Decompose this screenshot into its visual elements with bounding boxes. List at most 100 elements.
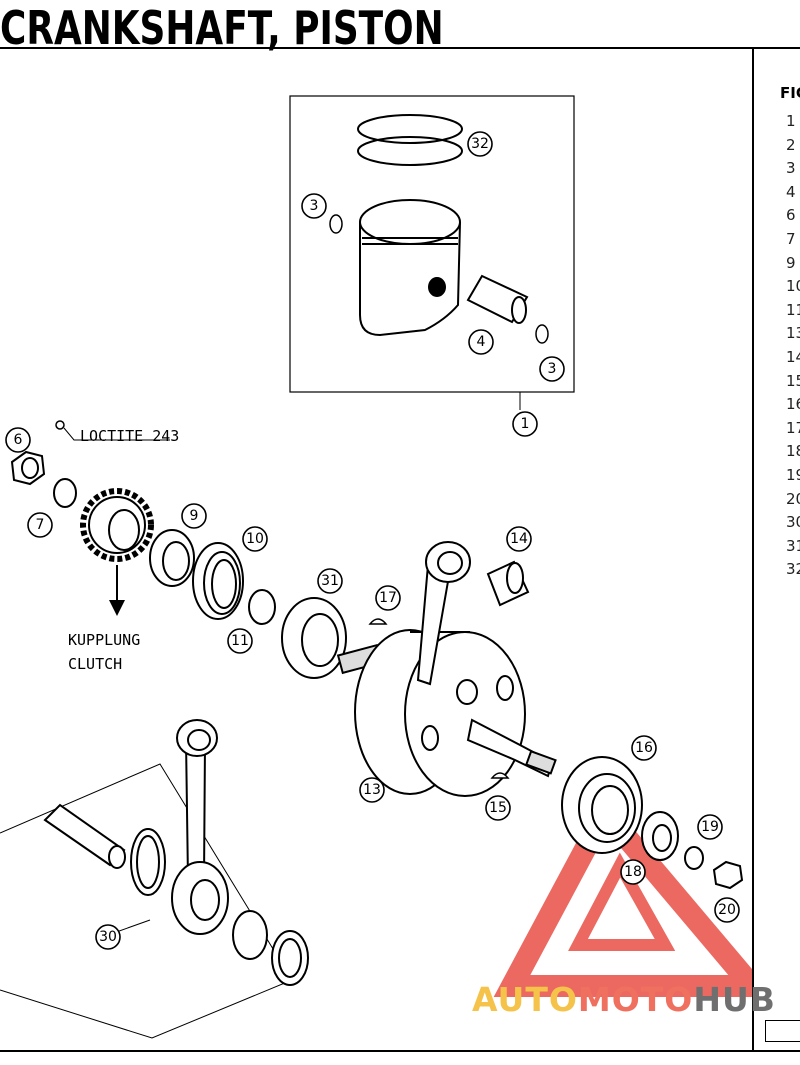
clutch-label-german: KUPPLUNG: [68, 631, 140, 649]
bottom-divider: [0, 1050, 800, 1052]
parts-list-item[interactable]: 7: [786, 229, 796, 248]
callout-circle[interactable]: [359, 777, 385, 803]
callout-circle[interactable]: [506, 526, 532, 552]
callout-circle[interactable]: [375, 585, 401, 611]
title-divider: [0, 47, 800, 49]
callout-circle[interactable]: [5, 427, 31, 453]
piston-assembly-frame: [289, 95, 575, 393]
watermark-part-hub: HUB: [693, 980, 776, 1019]
parts-list-item[interactable]: 14: [786, 347, 800, 366]
callout-circle[interactable]: [620, 859, 646, 885]
loctite-drop-icon: [55, 420, 65, 430]
callout-number: 19: [701, 819, 719, 835]
circlip-drawing: [535, 324, 549, 344]
callout-number: 20: [718, 902, 736, 918]
callout-circle[interactable]: [631, 735, 657, 761]
parts-list-item[interactable]: 30: [786, 513, 800, 532]
parts-list-item[interactable]: 16: [786, 395, 800, 414]
washer-drawing: [53, 478, 77, 508]
parts-list-item[interactable]: 1: [786, 112, 796, 130]
callout-circle[interactable]: [714, 897, 740, 923]
conrod-kit-frame: [0, 763, 293, 1039]
conrod-kit-drawing: [43, 719, 309, 986]
parts-list-item[interactable]: 13: [786, 324, 800, 343]
parts-list-heading: FIG: [780, 84, 800, 102]
parts-list-item[interactable]: 32: [786, 560, 800, 579]
circlip-drawing: [329, 214, 343, 234]
watermark-logo-icon: [493, 792, 752, 997]
callout-circle[interactable]: [317, 568, 343, 594]
callout-number: 14: [510, 531, 528, 547]
parts-list-item[interactable]: 11: [786, 300, 800, 319]
piston-rings-drawing: [357, 114, 463, 166]
callout-number: 10: [246, 531, 264, 547]
parts-list-item[interactable]: 18: [786, 442, 800, 461]
callout-number: 4: [477, 334, 486, 350]
parts-list-item[interactable]: 3: [786, 159, 796, 178]
page-title: CRANKSHAFT, PISTON: [0, 1, 444, 55]
callout-number: 31: [321, 573, 339, 589]
watermark-text: AUTOMOTOHUB: [472, 980, 776, 1019]
washer-drawing: [684, 846, 704, 870]
callout-number: 3: [310, 198, 319, 214]
callout-circle[interactable]: [27, 512, 53, 538]
watermark-part-moto: MOTO: [577, 980, 694, 1019]
callout-circle[interactable]: [697, 814, 723, 840]
callout-number: 15: [489, 800, 507, 816]
callout-number: 16: [635, 740, 653, 756]
parts-list-item[interactable]: 17: [786, 418, 800, 437]
parts-panel-divider: [752, 48, 754, 1052]
parts-list-item[interactable]: 9: [786, 253, 796, 272]
callout-number: 6: [14, 432, 23, 448]
loctite-label: LOCTITE 243: [80, 427, 179, 445]
callout-circle[interactable]: [301, 193, 327, 219]
parts-list-item[interactable]: 20: [786, 489, 800, 508]
ball-bearing-drawing: [561, 756, 643, 854]
crankshaft-drawing: [336, 541, 557, 797]
callout-circle[interactable]: [468, 329, 494, 355]
parts-list-item[interactable]: 6: [786, 206, 796, 225]
callout-number: 7: [36, 517, 45, 533]
exploded-parts-diagram: LOCTITE 243 KUPPLUNG CLUTCH 1 3 3 4 32 6…: [0, 95, 752, 1039]
parts-list-item[interactable]: 19: [786, 465, 800, 484]
clutch-label-english: CLUTCH: [68, 655, 122, 673]
parts-list-item[interactable]: 4: [786, 182, 796, 201]
callout-number: 17: [379, 590, 397, 606]
callout-number: 3: [548, 361, 557, 377]
piston-pin-drawing: [466, 274, 529, 324]
callout-number: 9: [190, 508, 199, 524]
callout-circle[interactable]: [539, 356, 565, 382]
main-bearing-drawing: [281, 597, 347, 679]
callout-number: 32: [471, 136, 489, 152]
leader-line: [63, 427, 170, 441]
callout-number: 1: [521, 416, 530, 432]
callout-circle[interactable]: [227, 628, 253, 654]
woodruff-key-drawing: [490, 772, 510, 779]
callout-number: 30: [99, 929, 117, 945]
nut-drawing: [712, 860, 744, 890]
parts-list-item[interactable]: 15: [786, 371, 800, 390]
callout-circle[interactable]: [181, 503, 207, 529]
parts-list-item[interactable]: 10: [786, 277, 800, 296]
nut-drawing: [10, 450, 46, 486]
seal-ring-drawing: [641, 811, 679, 861]
callout-circle[interactable]: [512, 411, 538, 437]
callout-number: 11: [231, 633, 249, 649]
callout-number: 18: [624, 864, 642, 880]
callout-number: 13: [363, 782, 381, 798]
callout-circle[interactable]: [467, 131, 493, 157]
oil-seal-drawing: [149, 529, 195, 587]
piston-drawing: [359, 199, 461, 337]
shaft-seal-drawing: [192, 542, 244, 620]
gear-drawing: [80, 488, 154, 562]
parts-list-item[interactable]: 31: [786, 536, 800, 555]
parts-list: 1 2 3 4 6 7 9 10 11 13 14 15 16 17 18 19…: [786, 110, 800, 582]
woodruff-key-drawing: [368, 618, 388, 625]
callout-circle[interactable]: [485, 795, 511, 821]
needle-bearing-drawing: [486, 560, 530, 607]
parts-list-item[interactable]: 2: [786, 135, 796, 154]
callout-circle[interactable]: [95, 924, 121, 950]
callout-circle[interactable]: [242, 526, 268, 552]
watermark-part-auto: AUTO: [472, 980, 578, 1019]
page-number-box: [765, 1020, 800, 1042]
